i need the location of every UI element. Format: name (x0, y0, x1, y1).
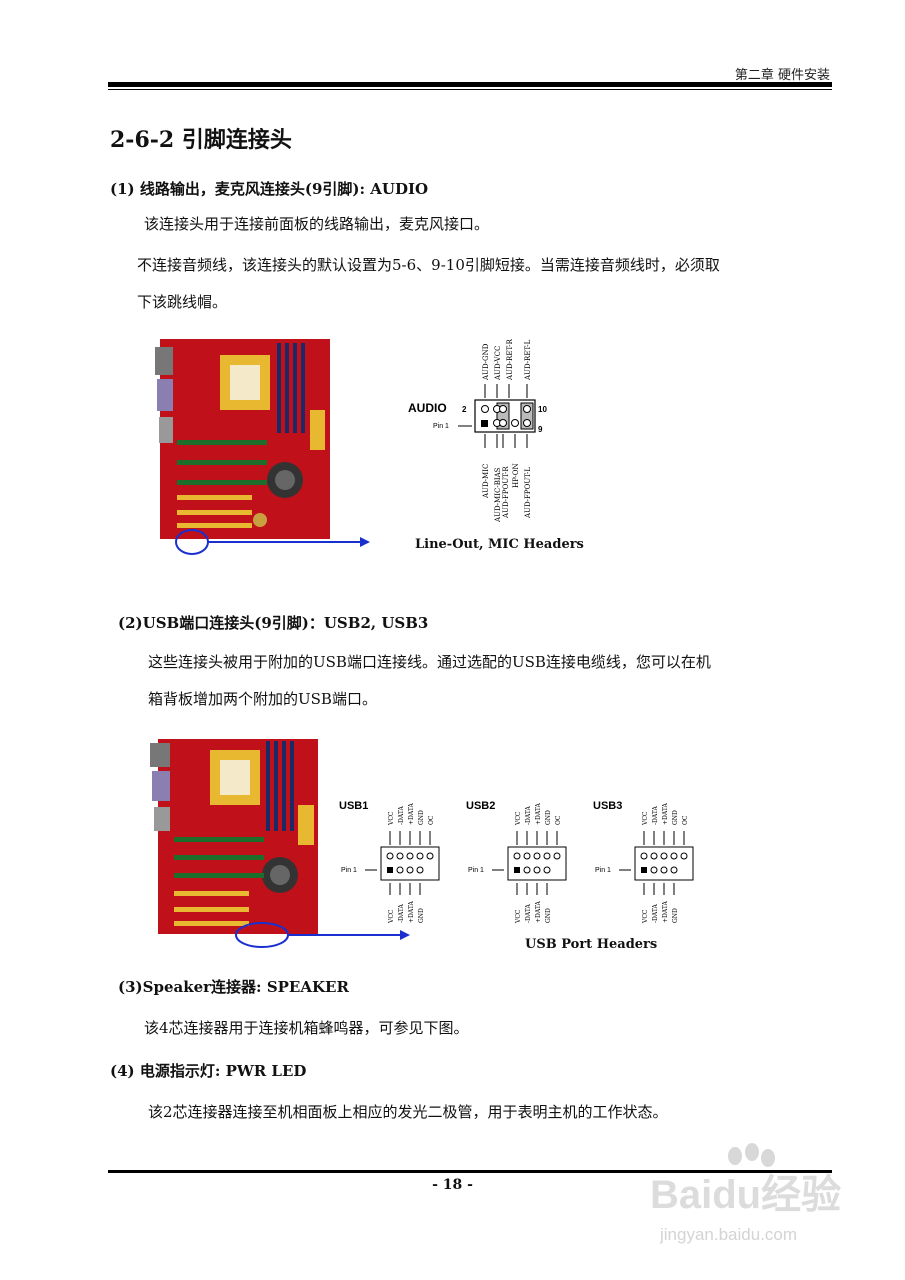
svg-text:AUD-FPOUT-R: AUD-FPOUT-R (502, 466, 510, 519)
usb-header-diagrams: USB1 Pin 1 VCC -DATA +DATA GND OC VCC -D… (339, 800, 694, 924)
usb1-header: USB1 Pin 1 VCC -DATA +DATA GND OC VCC -D… (339, 800, 440, 924)
svg-text:GND: GND (672, 810, 679, 825)
speaker-heading: (3)Speaker连接器: SPEAKER (118, 978, 349, 996)
svg-text:VCC: VCC (515, 811, 522, 826)
audio-para-2-line2: 下该跳线帽。 (137, 293, 228, 311)
paw-icon (728, 1143, 775, 1167)
svg-text:+DATA: +DATA (662, 900, 669, 923)
svg-text:+DATA: +DATA (408, 802, 415, 825)
svg-text:-DATA: -DATA (525, 805, 532, 825)
svg-text:AUD-RET-R: AUD-RET-R (506, 338, 514, 381)
usb-para-line1: 这些连接头被用于附加的USB端口连接线。通过选配的USB连接电缆线，您可以在机 (148, 653, 711, 671)
svg-text:+DATA: +DATA (408, 900, 415, 923)
usb2-header: USB2 Pin 1 VCC -DATA +DATA GND OC VCC -D… (466, 800, 567, 924)
svg-text:GND: GND (418, 810, 425, 825)
speaker-para: 该4芯连接器用于连接机箱蜂鸣器，可参见下图。 (144, 1019, 469, 1037)
chapter-header: 第二章 硬件安装 (734, 68, 830, 83)
svg-text:GND: GND (418, 908, 425, 923)
watermark-brand: Baidu经验 (650, 1173, 841, 1217)
audio-para-2-line1: 不连接音频线，该连接头的默认设置为5-6、9-10引脚短接。当需连接音频线时，必… (137, 256, 720, 274)
header-rule (108, 82, 832, 87)
svg-text:VCC: VCC (642, 909, 649, 924)
svg-text:AUD-FPOUT-L: AUD-FPOUT-L (524, 467, 532, 519)
baidu-watermark: Baidu经验 jingyan.baidu.com (650, 1143, 841, 1244)
footer-rule (108, 1170, 832, 1173)
svg-text:GND: GND (545, 908, 552, 923)
svg-text:VCC: VCC (388, 909, 395, 924)
svg-text:-DATA: -DATA (525, 903, 532, 923)
svg-text:USB1: USB1 (339, 800, 368, 812)
svg-text:AUD-RET-L: AUD-RET-L (524, 339, 532, 381)
svg-text:+DATA: +DATA (535, 900, 542, 923)
svg-text:Pin 1: Pin 1 (595, 867, 611, 874)
svg-text:2: 2 (462, 405, 467, 414)
audio-heading: (1) 线路输出，麦克风连接头(9引脚): AUDIO (110, 180, 429, 198)
pwr-para: 该2芯连接器连接至机相面板上相应的发光二极管，用于表明主机的工作状态。 (148, 1103, 668, 1121)
motherboard-photo-usb (150, 739, 410, 948)
page-number: - 18 - (432, 1177, 473, 1193)
svg-text:GND: GND (672, 908, 679, 923)
audio-header-diagram: AUDIO 2 10 9 Pin 1 AUD-GND AUD-VCC AUD-R… (408, 338, 547, 523)
svg-text:+DATA: +DATA (662, 802, 669, 825)
audio-para-1: 该连接头用于连接前面板的线路输出，麦克风接口。 (144, 215, 490, 233)
pwr-heading: (4) 电源指示灯: PWR LED (110, 1062, 307, 1080)
watermark-url: jingyan.baidu.com (659, 1225, 797, 1244)
section-title: 2-6-2 引脚连接头 (110, 127, 292, 153)
usb-caption: USB Port Headers (525, 937, 658, 952)
svg-text:-DATA: -DATA (652, 903, 659, 923)
audio-caption: Line-Out, MIC Headers (415, 537, 584, 552)
svg-text:10: 10 (538, 405, 547, 414)
svg-text:HP-ON: HP-ON (512, 463, 520, 488)
svg-text:-DATA: -DATA (398, 805, 405, 825)
svg-text:OC: OC (555, 815, 562, 825)
svg-text:+DATA: +DATA (535, 802, 542, 825)
svg-text:Pin 1: Pin 1 (341, 867, 357, 874)
audio-label: AUDIO (408, 401, 447, 415)
svg-text:Pin 1: Pin 1 (433, 423, 449, 430)
svg-text:Pin 1: Pin 1 (468, 867, 484, 874)
svg-text:VCC: VCC (515, 909, 522, 924)
svg-text:OC: OC (682, 815, 689, 825)
svg-text:VCC: VCC (388, 811, 395, 826)
header-rule-thin (108, 89, 832, 90)
svg-text:VCC: VCC (642, 811, 649, 826)
svg-text:OC: OC (428, 815, 435, 825)
svg-text:AUD-VCC: AUD-VCC (494, 346, 502, 381)
pointer-arrow (360, 537, 370, 547)
svg-text:9: 9 (538, 425, 543, 434)
motherboard-photo-audio (155, 339, 370, 555)
svg-text:USB3: USB3 (593, 800, 622, 812)
usb-para-line2: 箱背板增加两个附加的USB端口。 (148, 690, 377, 708)
svg-text:-DATA: -DATA (398, 903, 405, 923)
usb3-header: USB3 Pin 1 VCC -DATA +DATA GND OC VCC -D… (593, 800, 694, 924)
svg-text:AUD-GND: AUD-GND (482, 343, 490, 381)
svg-text:GND: GND (545, 810, 552, 825)
svg-text:-DATA: -DATA (652, 805, 659, 825)
svg-text:AUD-MIC: AUD-MIC (482, 464, 490, 499)
svg-text:AUD-MIC-BIAS: AUD-MIC-BIAS (494, 467, 502, 523)
usb-heading: (2)USB端口连接头(9引脚)：USB2, USB3 (118, 614, 429, 632)
svg-text:USB2: USB2 (466, 800, 495, 812)
